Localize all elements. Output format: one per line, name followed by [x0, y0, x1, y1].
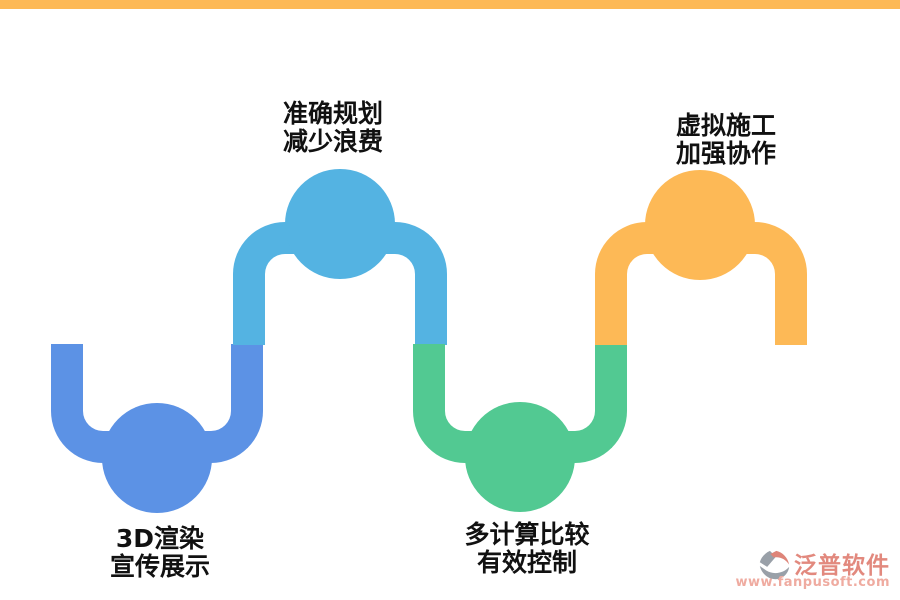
step1-label-line1: 3D渲染 — [115, 524, 205, 553]
watermark-url: www.fanpusoft.com — [735, 575, 890, 590]
timeline-axis — [0, 0, 900, 9]
step2-label: 准确规划 减少浪费 — [283, 100, 383, 156]
step1-node-circle — [102, 403, 212, 513]
step2-node-circle — [285, 169, 395, 279]
watermark-brand-row: 泛普软件 — [735, 549, 890, 582]
step3-label-line2: 有效控制 — [476, 548, 578, 577]
step4-label-line1: 虚拟施工 — [675, 111, 777, 140]
step1-label: 3D渲染 宣传展示 — [110, 525, 210, 581]
step4-node-circle — [645, 170, 755, 280]
step4-label: 虚拟施工 加强协作 — [676, 112, 776, 168]
watermark: 泛普软件 www.fanpusoft.com — [735, 549, 890, 590]
step3-node-circle — [465, 402, 575, 512]
step3-label: 多计算比较 有效控制 — [464, 521, 589, 577]
step3-label-line1: 多计算比较 — [464, 520, 590, 549]
step4-label-line2: 加强协作 — [675, 139, 777, 168]
step2-label-line1: 准确规划 — [282, 99, 384, 128]
step2-label-line2: 减少浪费 — [282, 127, 384, 156]
watermark-brand: 泛普软件 — [794, 552, 890, 579]
step1-label-line2: 宣传展示 — [109, 552, 211, 581]
fanpu-logo-icon — [759, 550, 790, 580]
